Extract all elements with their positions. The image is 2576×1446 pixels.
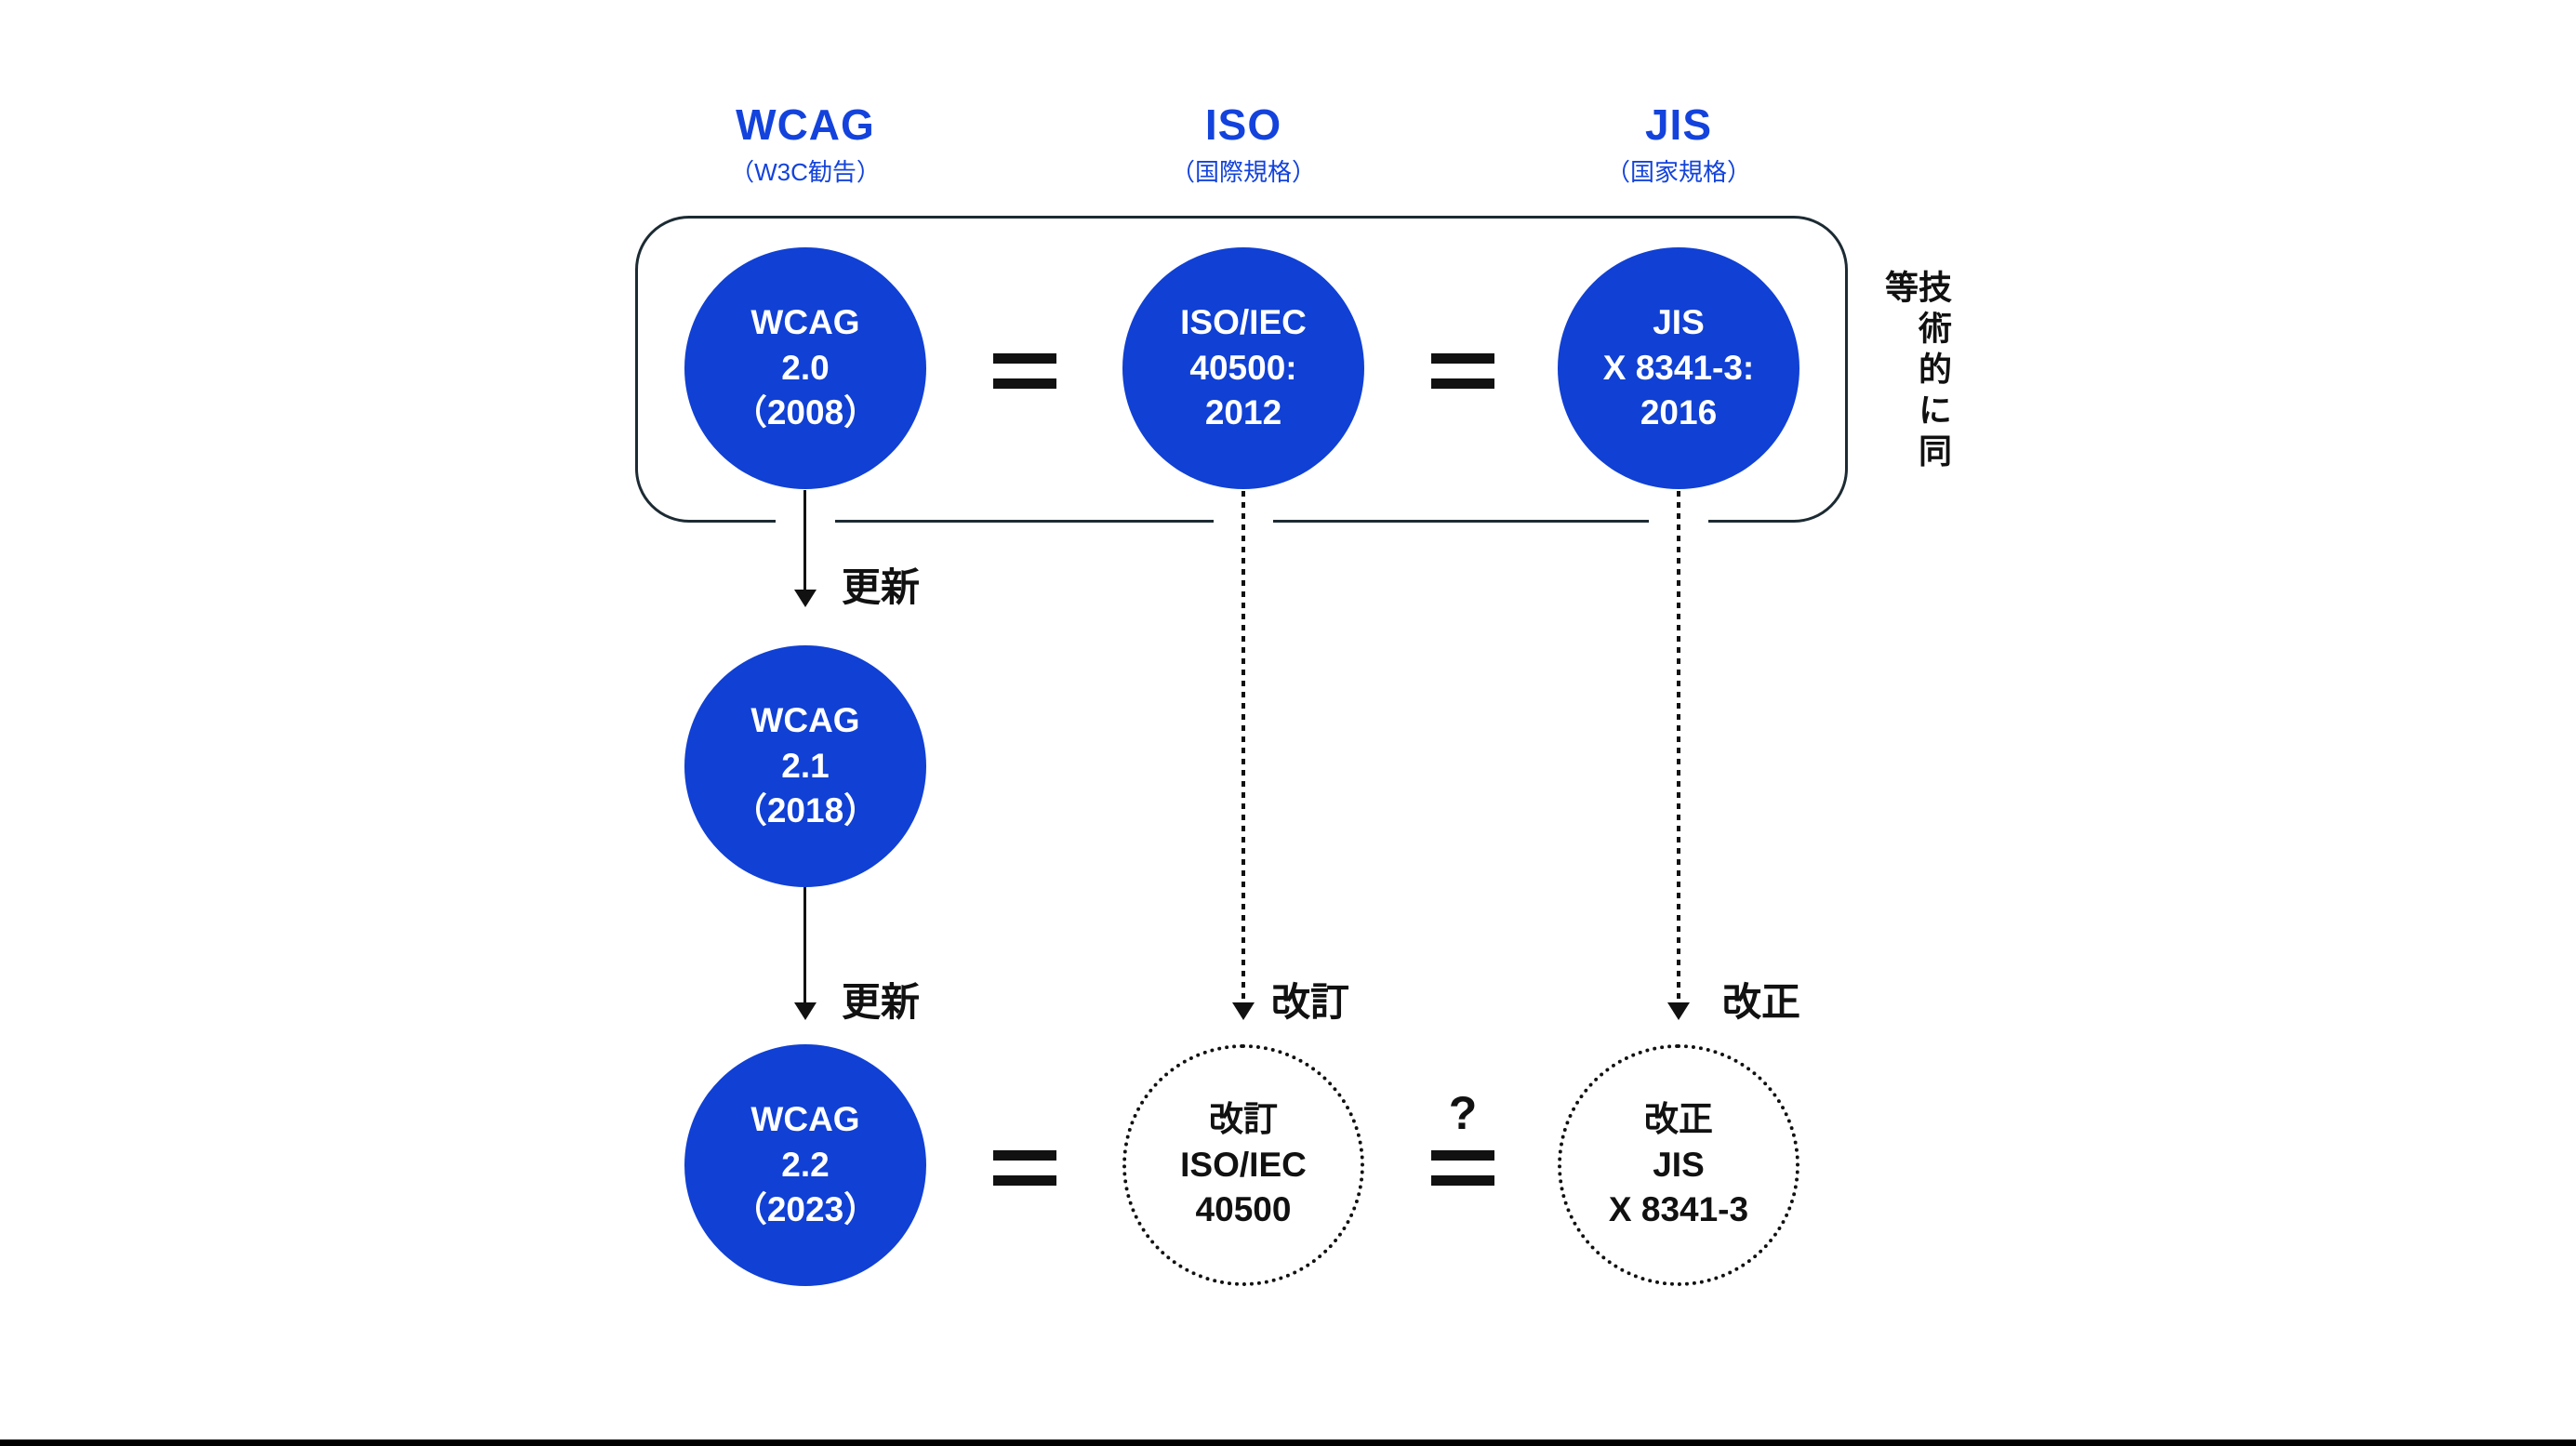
iso-revision-label: 改訂 xyxy=(1271,980,1350,1024)
column-title-wcag: WCAG xyxy=(736,100,875,149)
node-line: 2.2 xyxy=(781,1145,830,1184)
node-line: ISO/IEC xyxy=(1180,302,1307,341)
node-line: WCAG xyxy=(750,302,860,341)
node-line: JIS xyxy=(1653,1145,1705,1184)
equals-bar xyxy=(993,378,1056,389)
node-line: WCAG xyxy=(750,1099,860,1138)
equals-bar xyxy=(993,1175,1056,1186)
node-wcag-2-0: WCAG 2.0 （2008） xyxy=(684,247,926,489)
iso-revision-arrow-head xyxy=(1232,1002,1255,1020)
update-label-1: 更新 xyxy=(842,565,921,609)
equals-sign-bottom-1 xyxy=(993,1150,1056,1186)
equals-bar xyxy=(1431,378,1494,389)
iso-revision-dotted-line xyxy=(1242,491,1245,1002)
jis-amendment-label: 改正 xyxy=(1722,980,1801,1024)
column-header-jis: JIS （国家規格） xyxy=(1493,100,1865,188)
node-revised-iso-iec-40500: 改訂 ISO/IEC 40500 xyxy=(1122,1044,1364,1286)
column-header-wcag: WCAG （W3C勧告） xyxy=(619,100,991,188)
update-arrow-1-line xyxy=(803,490,806,592)
node-line: 2.1 xyxy=(781,746,830,785)
equals-bar xyxy=(1431,353,1494,364)
equals-sign-top-2 xyxy=(1431,353,1494,389)
node-amended-jis-x8341-3: 改正 JIS X 8341-3 xyxy=(1558,1044,1799,1286)
jis-amendment-dotted-line xyxy=(1677,491,1680,1002)
node-line: 40500 xyxy=(1195,1190,1292,1229)
node-line: ISO/IEC xyxy=(1180,1145,1307,1184)
equals-sign-bottom-2 xyxy=(1431,1150,1494,1186)
node-line: （2008） xyxy=(732,393,879,432)
node-iso-iec-40500-2012: ISO/IEC 40500: 2012 xyxy=(1122,247,1364,489)
column-subtitle-jis: （国家規格） xyxy=(1605,157,1751,186)
column-title-iso: ISO xyxy=(1204,100,1282,149)
equals-bar xyxy=(1431,1150,1494,1161)
node-line: 2.0 xyxy=(781,348,830,387)
update-arrow-2-line xyxy=(803,887,806,1004)
question-mark: ? xyxy=(1448,1087,1478,1139)
node-line: 40500: xyxy=(1189,348,1297,387)
node-wcag-2-1: WCAG 2.1 （2018） xyxy=(684,645,926,887)
node-line: X 8341-3 xyxy=(1608,1190,1749,1229)
jis-amendment-arrow-head xyxy=(1667,1002,1690,1020)
column-subtitle-iso: （国際規格） xyxy=(1170,157,1316,186)
equivalence-note-vertical: 技術的に同等 xyxy=(1880,270,1952,474)
column-header-iso: ISO （国際規格） xyxy=(1057,100,1429,188)
node-jis-x8341-3-2016: JIS X 8341-3: 2016 xyxy=(1558,247,1799,489)
update-label-2: 更新 xyxy=(842,980,921,1024)
equals-sign-top-1 xyxy=(993,353,1056,389)
bottom-divider xyxy=(0,1439,2576,1446)
equals-bar xyxy=(993,1150,1056,1161)
update-arrow-1-head xyxy=(794,590,817,607)
node-line: （2018） xyxy=(732,791,879,830)
node-line: 2016 xyxy=(1640,393,1718,432)
node-line: WCAG xyxy=(750,700,860,739)
node-line: （2023） xyxy=(732,1190,879,1229)
equals-bar xyxy=(1431,1175,1494,1186)
node-line: X 8341-3: xyxy=(1602,348,1755,387)
column-title-jis: JIS xyxy=(1644,100,1713,149)
column-subtitle-wcag: （W3C勧告） xyxy=(730,157,881,186)
update-arrow-2-head xyxy=(794,1002,817,1020)
node-line: 2012 xyxy=(1204,393,1282,432)
equals-bar xyxy=(993,353,1056,364)
node-line: JIS xyxy=(1653,302,1705,341)
node-wcag-2-2: WCAG 2.2 （2023） xyxy=(684,1044,926,1286)
node-line: 改正 xyxy=(1644,1099,1713,1138)
node-line: 改訂 xyxy=(1209,1099,1278,1138)
